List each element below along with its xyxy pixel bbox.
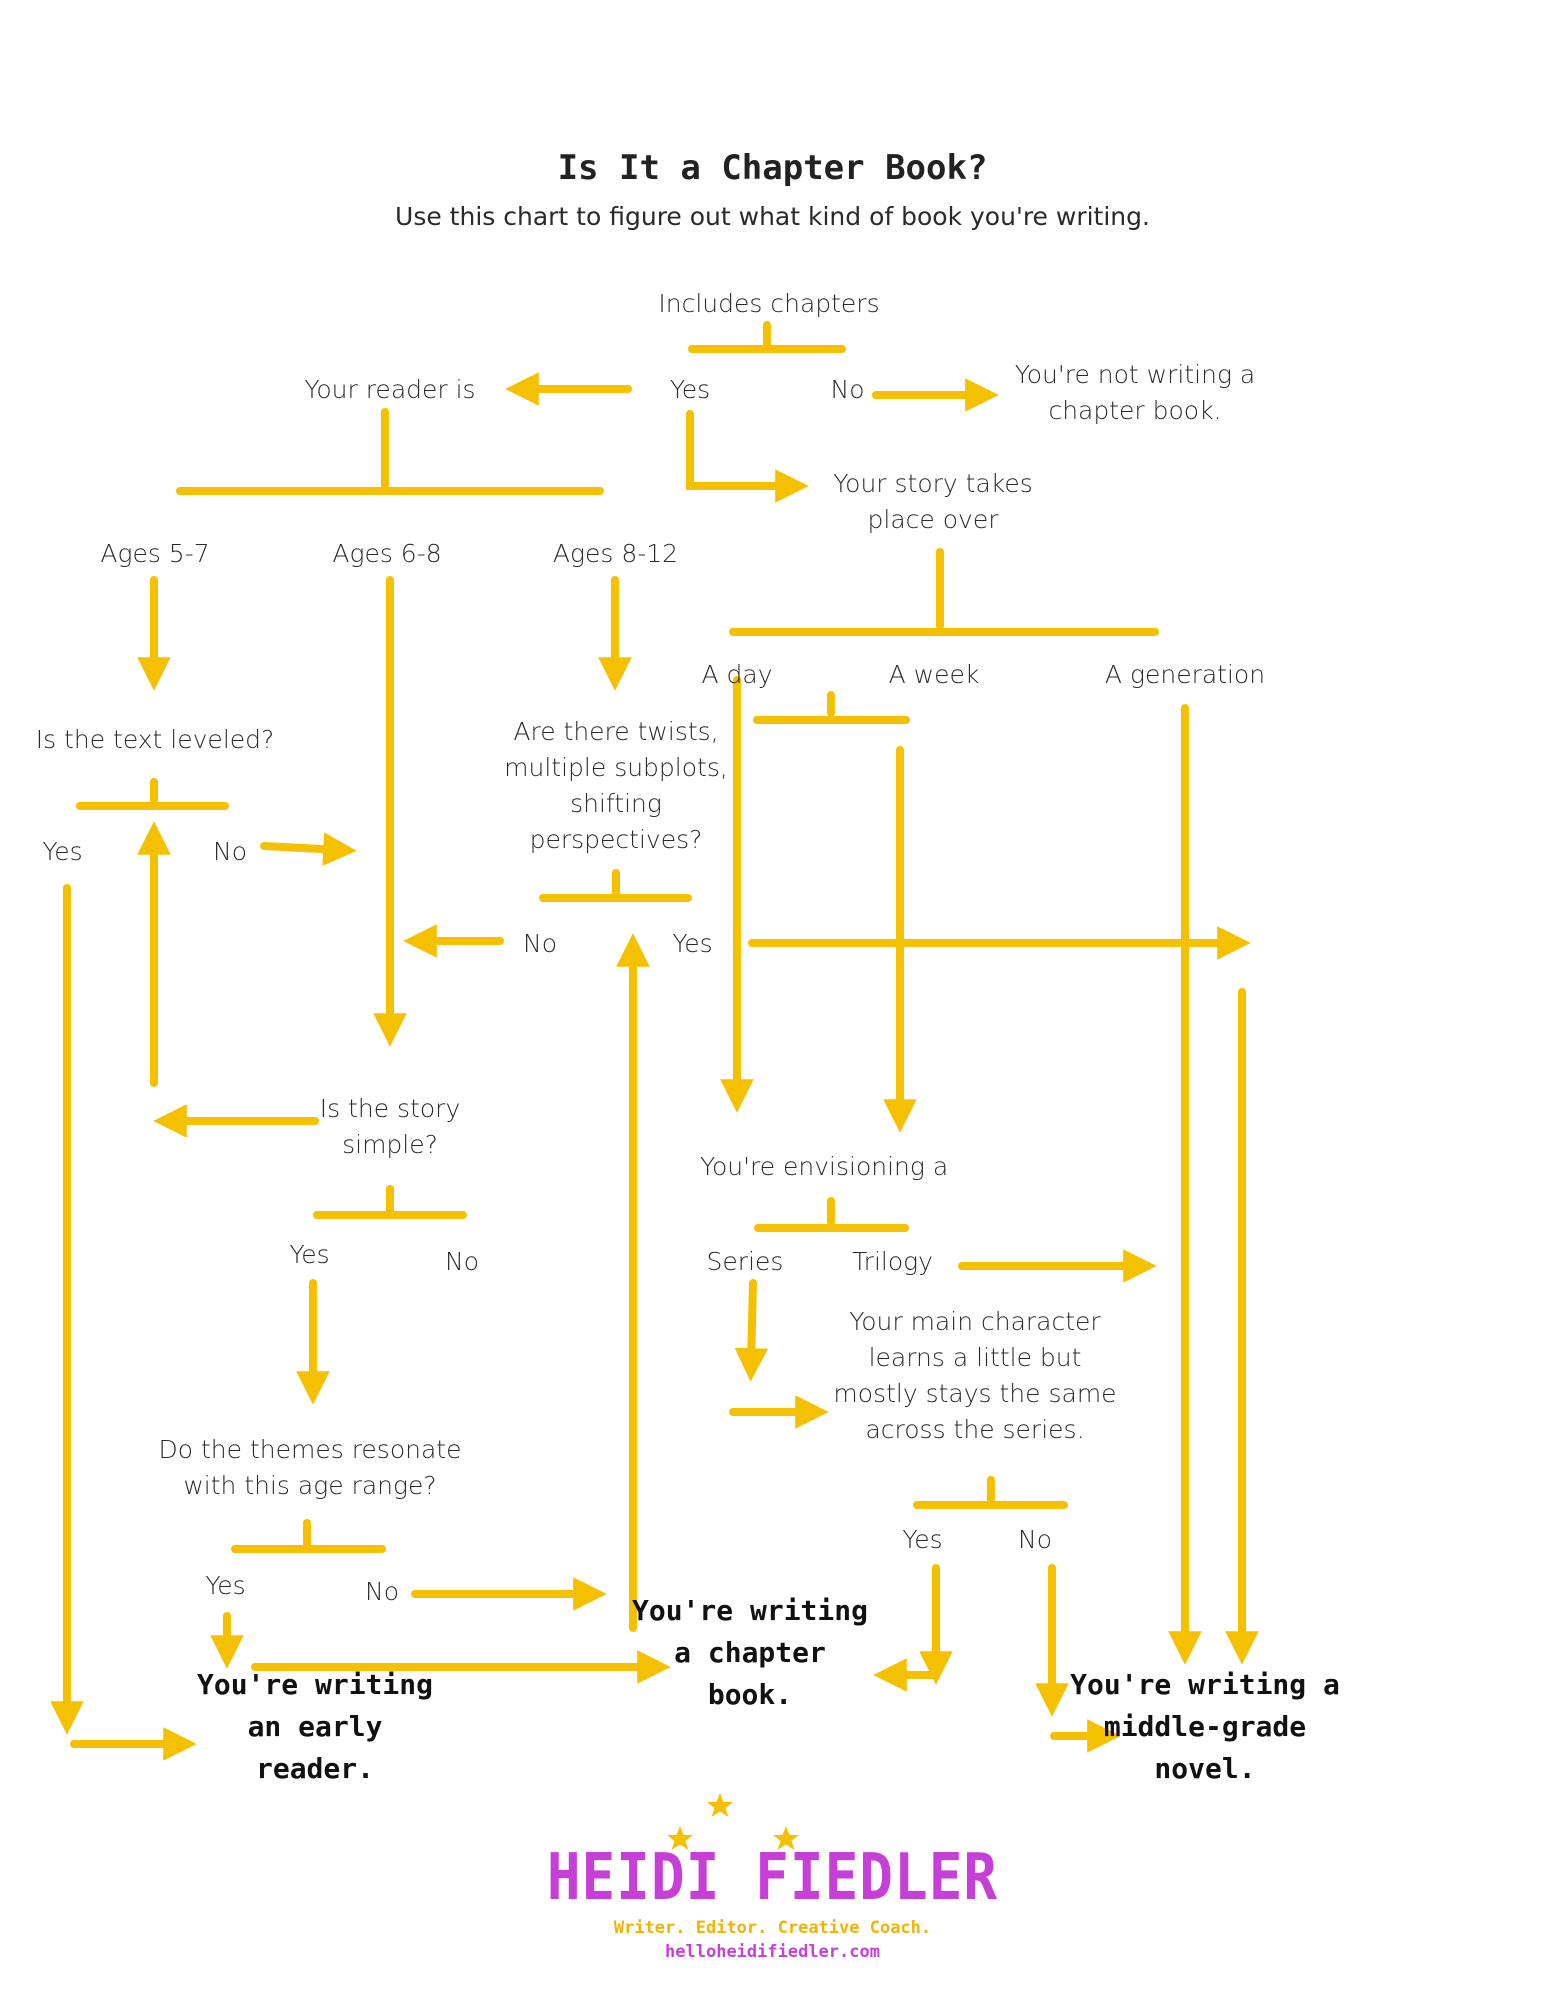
arrow-yes-to-story <box>686 410 809 503</box>
label-yes-top: Yes <box>669 375 711 404</box>
label-ages-8-12: Ages 8-12 <box>552 539 679 568</box>
star-icon <box>773 1826 799 1850</box>
label-ages-5-7: Ages 5-7 <box>100 539 210 568</box>
label-mc-yes: Yes <box>902 1525 943 1554</box>
label-ages-6-8: Ages 6-8 <box>332 539 442 568</box>
label-leveled-yes: Yes <box>42 837 83 866</box>
label-a-day: A day <box>701 660 773 689</box>
label-twists-yes: Yes <box>672 929 713 958</box>
page-subtitle: Use this chart to figure out what kind o… <box>395 202 1150 231</box>
node-includes-chapters: Includes chapters <box>658 289 880 318</box>
label-trilogy: Trilogy <box>852 1247 933 1276</box>
label-leveled-no: No <box>213 837 247 866</box>
node-themes: Do the themes resonate with this age ran… <box>158 1435 462 1500</box>
page-title: Is It a Chapter Book? <box>557 148 988 188</box>
result-middle-grade: You're writing a middle-grade novel. <box>1070 1668 1340 1785</box>
label-themes-no: No <box>365 1577 399 1606</box>
star-icon <box>667 1826 693 1850</box>
logo-url[interactable]: helloheidifiedler.com <box>665 1942 880 1962</box>
arrow-leveled-no <box>260 832 357 866</box>
label-twists-no: No <box>523 929 557 958</box>
label-no-top: No <box>830 375 865 404</box>
star-icon <box>707 1793 733 1817</box>
logo-stars <box>667 1793 799 1850</box>
label-series: Series <box>706 1247 784 1276</box>
result-early-reader: You're writing an early reader. <box>196 1668 433 1785</box>
label-a-generation: A generation <box>1104 660 1266 689</box>
node-story-simple: Is the story simple? <box>319 1094 461 1159</box>
node-twists: Are there twists, multiple subplots, shi… <box>504 717 728 854</box>
label-simple-no: No <box>445 1247 479 1276</box>
node-envisioning: You're envisioning a <box>700 1152 949 1181</box>
arrow-series-down <box>734 1279 769 1382</box>
label-themes-yes: Yes <box>205 1571 246 1600</box>
node-not-writing: You're not writing a chapter book. <box>1014 360 1256 425</box>
node-your-reader-is: Your reader is <box>304 375 476 404</box>
logo-tagline: Writer. Editor. Creative Coach. <box>613 1918 932 1938</box>
label-a-week: A week <box>888 660 980 689</box>
node-main-character: Your main character learns a little but … <box>833 1307 1117 1444</box>
result-chapter-book: You're writing a chapter book. <box>631 1594 868 1711</box>
label-mc-no: No <box>1018 1525 1052 1554</box>
node-your-story: Your story takes place over <box>833 469 1033 534</box>
logo-name: HEIDI FIEDLER <box>546 1840 999 1915</box>
node-text-leveled: Is the text leveled? <box>35 725 275 754</box>
label-simple-yes: Yes <box>289 1240 330 1269</box>
